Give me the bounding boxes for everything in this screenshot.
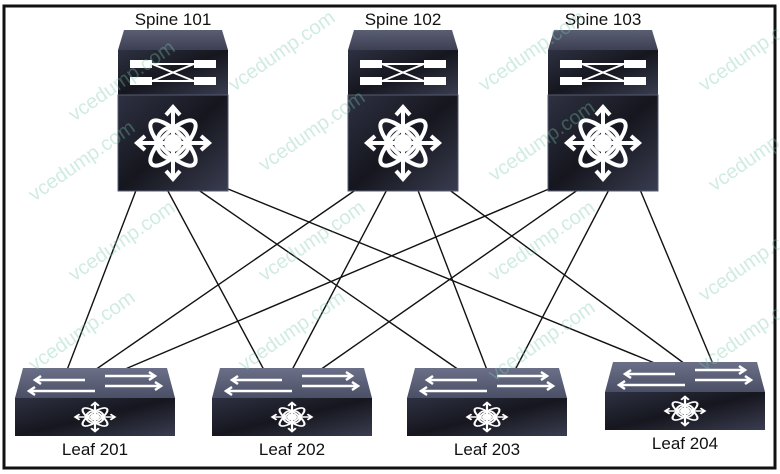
link-s101-l201 (66, 179, 141, 371)
link-s103-l202 (319, 179, 593, 371)
spine-label: Spine 102 (364, 10, 442, 29)
spine-switch-103[interactable] (547, 30, 659, 192)
crossbar-icon (130, 60, 216, 85)
links-layer (66, 179, 714, 371)
link-s102-l201 (94, 179, 371, 371)
link-s103-l203 (514, 179, 615, 371)
link-s101-l203 (183, 179, 460, 371)
link-s102-l202 (291, 179, 393, 371)
arrows-icon (223, 370, 361, 397)
link-s103-l201 (122, 179, 571, 371)
spine-switch-102[interactable] (347, 30, 459, 192)
leaf-label: Leaf 202 (258, 440, 326, 459)
link-s101-l202 (161, 179, 265, 371)
link-s101-l204 (205, 179, 658, 365)
spine-label: Spine 103 (564, 10, 642, 29)
crossbar-icon (360, 60, 446, 85)
arrows-icon (26, 370, 164, 397)
arrows-icon (418, 370, 556, 397)
link-s103-l204 (635, 179, 714, 365)
leaf-switch-202[interactable] (212, 368, 372, 436)
link-s102-l204 (435, 179, 686, 365)
leaf-switch-204[interactable] (605, 362, 765, 430)
spine-label: Spine 101 (134, 10, 212, 29)
spine-switch-101[interactable] (117, 30, 229, 192)
leaf-switch-201[interactable] (15, 368, 175, 436)
link-s102-l203 (413, 179, 488, 371)
leaf-label: Leaf 204 (651, 434, 719, 453)
arrows-icon (616, 364, 754, 391)
frame-border (2, 4, 777, 470)
leaf-label: Leaf 201 (61, 440, 129, 459)
nodes-layer (15, 30, 765, 436)
crossbar-icon (560, 60, 646, 85)
leaf-label: Leaf 203 (453, 440, 521, 459)
leaf-switch-203[interactable] (407, 368, 567, 436)
